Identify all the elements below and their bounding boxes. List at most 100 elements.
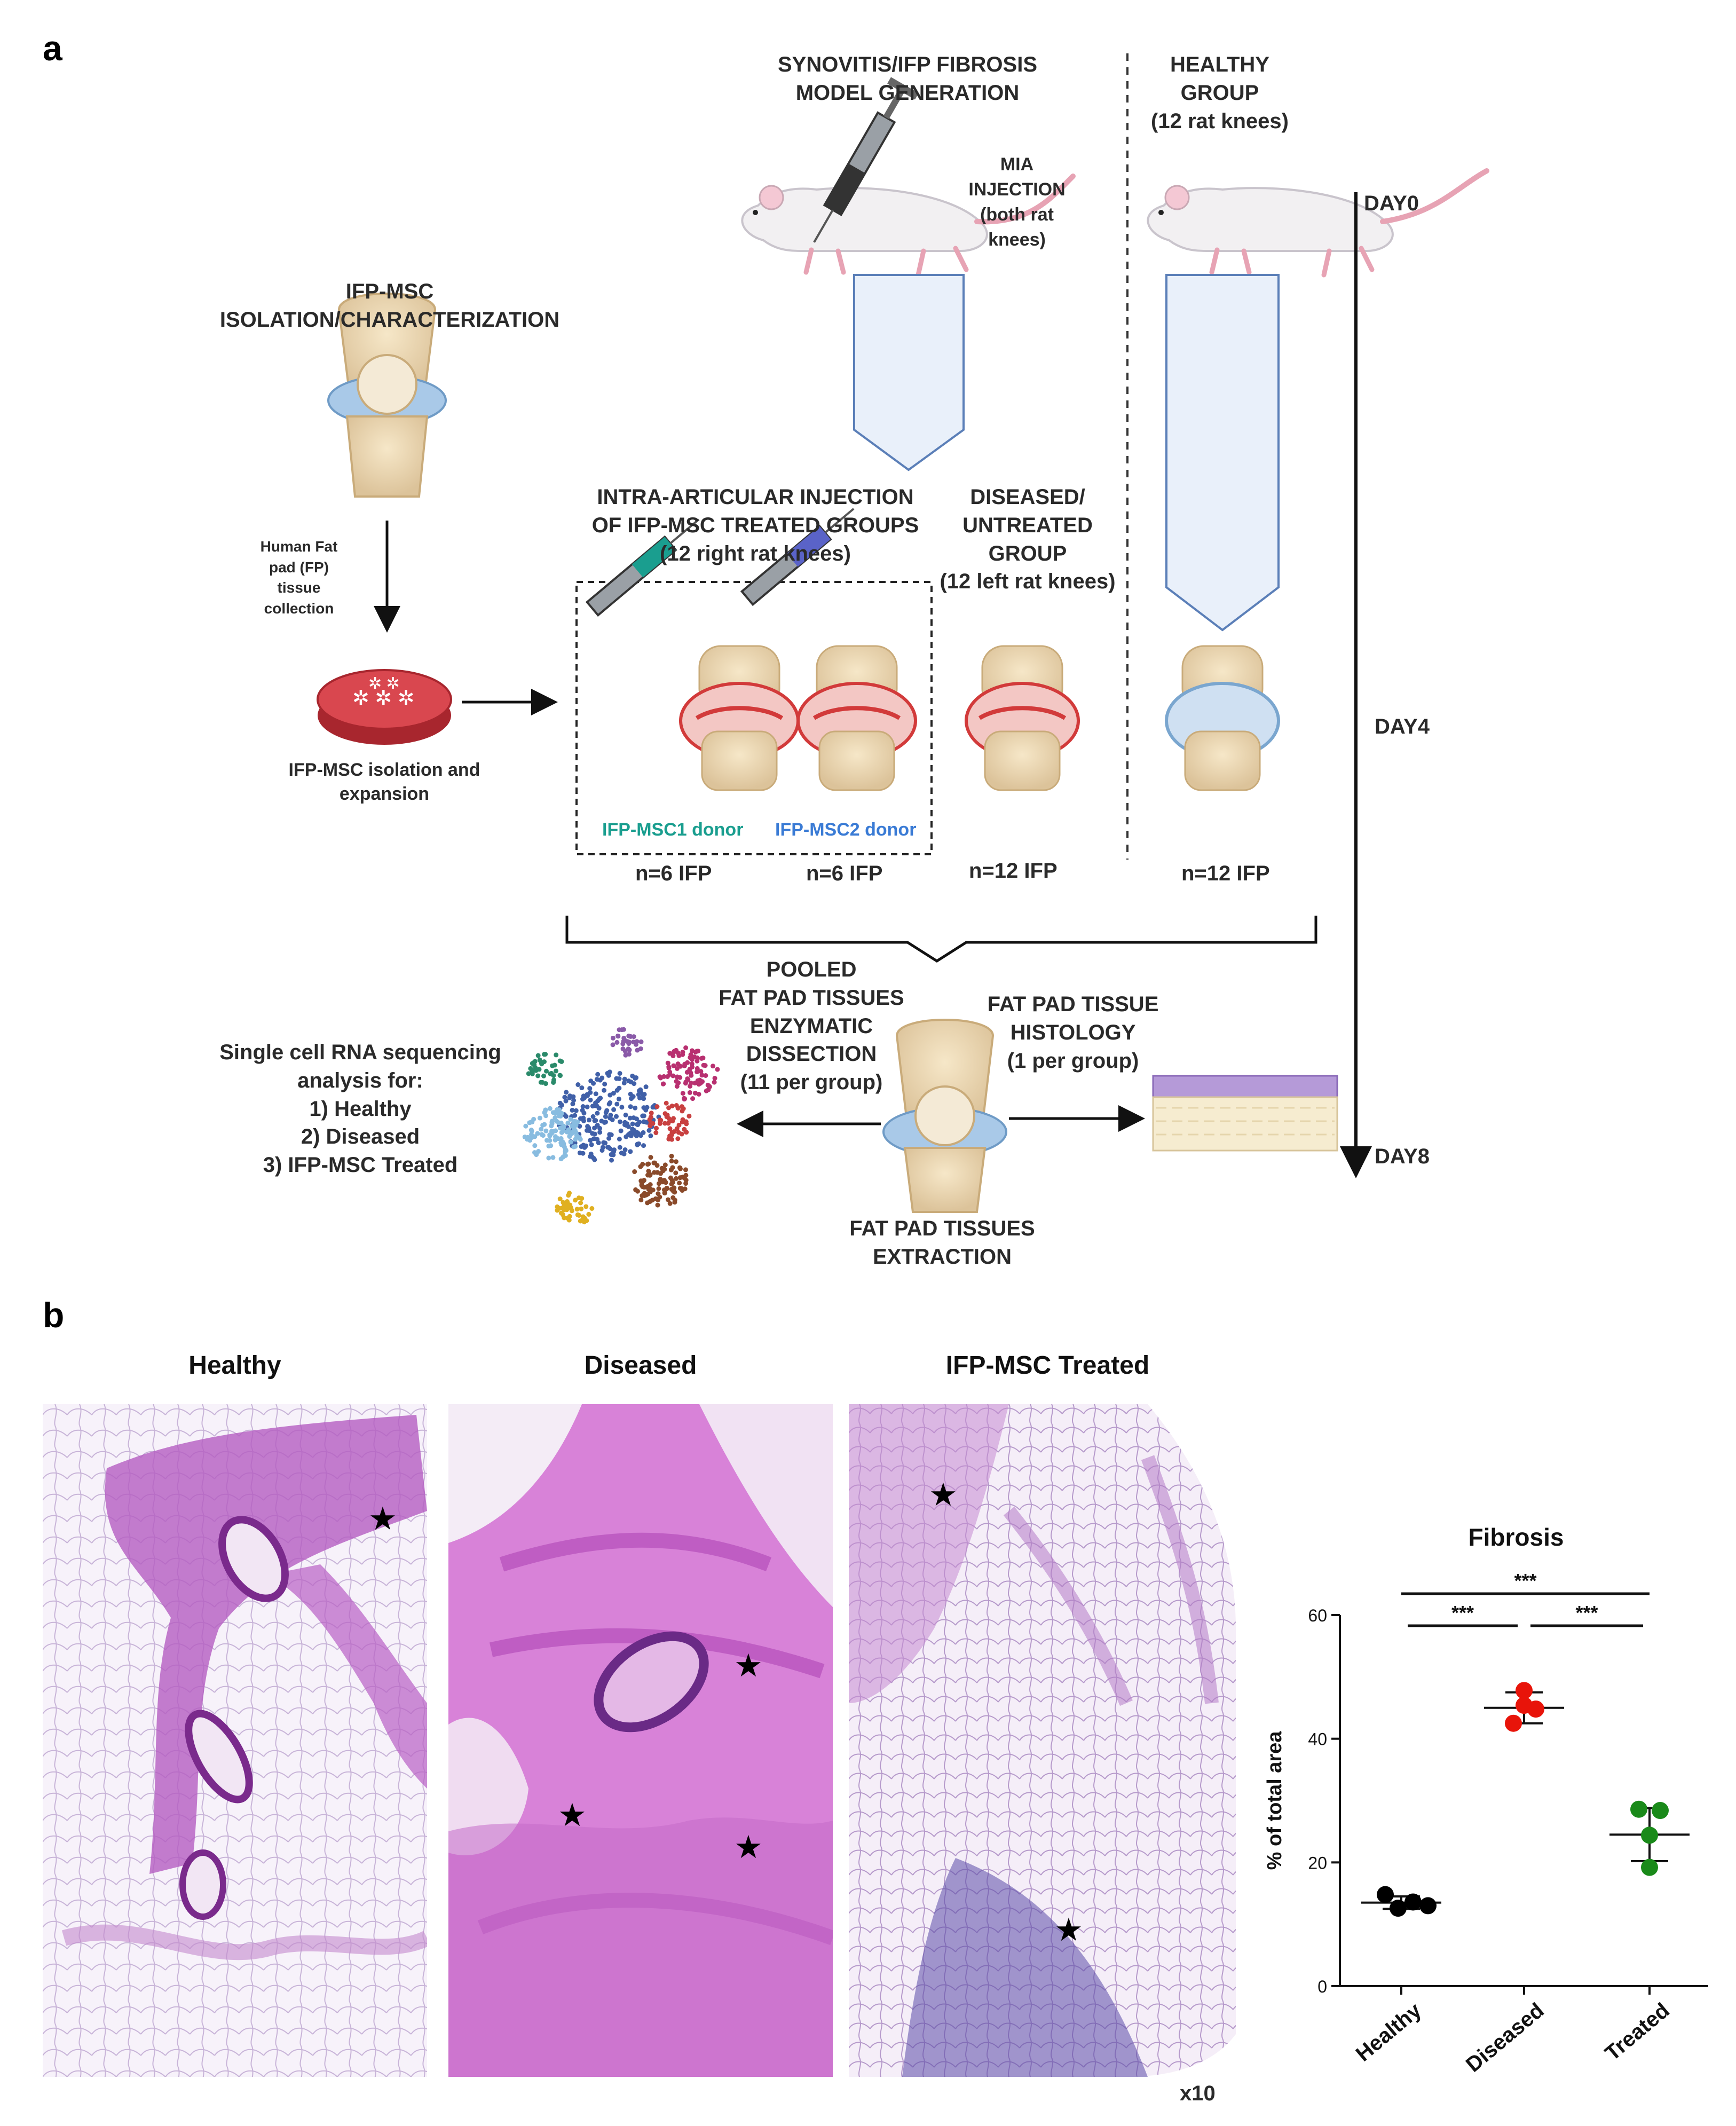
model-generation-title: SYNOVITIS/IFP FIBROSIS MODEL GENERATION [777,53,1037,105]
umap-cell-dot [563,1098,569,1104]
umap-cell-dot [638,1039,644,1044]
umap-cell-dot [595,1111,600,1116]
umap-cell-dot [677,1165,682,1170]
umap-cell-dot [653,1196,658,1201]
umap-cell-dot [564,1207,570,1212]
umap-cell-dot [667,1126,673,1131]
umap-cell-dot [593,1091,598,1097]
umap-cell-dot [600,1145,605,1150]
umap-cell-dot [675,1050,681,1056]
histology-label: FAT PAD TISSUE HISTOLOGY (1 per group) [987,993,1159,1073]
umap-cell-dot [604,1108,610,1113]
umap-cell-dot [662,1121,668,1126]
umap-cell-dot [558,1210,564,1216]
umap-cell-dot [687,1067,692,1072]
umap-cell-dot [712,1080,717,1085]
umap-cell-dot [599,1119,604,1124]
umap-cell-dot [622,1120,628,1125]
umap-cell-dot [712,1076,717,1081]
umap-cell-dot [643,1084,649,1090]
umap-cell-dot [557,1058,563,1064]
data-point [1641,1859,1658,1876]
chevron-arrow-healthy [1165,274,1280,632]
umap-cell-dot [532,1062,537,1068]
umap-cell-dot [666,1116,672,1121]
umap-cell-dot [676,1122,682,1128]
umap-cell-dot [680,1175,685,1180]
umap-cell-dot [621,1027,626,1032]
umap-cell-dot [593,1100,598,1106]
umap-cell-dot [614,1040,620,1045]
diseased-untreated-label: DISEASED/ UNTREATED GROUP (12 left rat k… [940,485,1116,594]
mia-syringe-icon [813,77,919,243]
umap-cell-dot [670,1180,675,1185]
scrna-label: Single cell RNA sequencing analysis for:… [219,1041,501,1177]
umap-cell-dot [532,1143,538,1148]
umap-cell-dot [605,1070,610,1076]
umap-cell-dot [635,1188,640,1194]
umap-cell-dot [633,1076,638,1081]
umap-cell-dot [641,1143,646,1148]
umap-cell-dot [671,1188,676,1194]
data-point [1652,1802,1669,1820]
umap-cell-dot [592,1118,597,1123]
treated-knee-1-icon [679,645,800,791]
umap-cell-dot [648,1123,653,1129]
umap-cell-dot [568,1116,573,1122]
umap-cell-dot [558,1073,563,1078]
umap-cell-dot [671,1063,676,1068]
umap-cell-dot [665,1197,670,1202]
umap-cell-dot [683,1081,688,1086]
umap-cell-dot [564,1090,569,1095]
umap-cell-dot [548,1143,554,1148]
umap-cell-dot [563,1147,568,1152]
umap-cell-dot [559,1130,564,1135]
umap-cell-dot [606,1145,612,1150]
umap-cell-dot [674,1103,679,1108]
umap-cell-dot [628,1091,633,1097]
human-knee-icon [327,293,447,498]
histology-image-treated: ★ ★ [849,1404,1236,2077]
umap-cell-dot [627,1115,633,1121]
umap-cell-dot [610,1117,615,1122]
umap-cell-dot [573,1137,578,1142]
data-point [1527,1700,1544,1718]
umap-cell-dot [695,1066,700,1071]
umap-cell-dot [707,1084,712,1089]
umap-cell-dot [704,1088,709,1093]
umap-cell-dot [579,1085,585,1091]
umap-cell-dot [685,1076,690,1081]
umap-cell-dot [653,1125,659,1131]
chart-title: Fibrosis [1469,1523,1564,1551]
pooling-bracket [565,916,1317,963]
isolation-title: IFP-MSC ISOLATION/CHARACTERIZATION [219,280,560,332]
umap-cell-dot [668,1167,674,1172]
umap-cell-dot [575,1082,581,1088]
umap-cell-dot [592,1157,597,1162]
umap-cell-dot [683,1178,689,1183]
umap-cell-dot [659,1166,665,1171]
significance-label: *** [1575,1602,1598,1624]
umap-cell-dot [577,1135,582,1140]
umap-cell-dot [669,1104,675,1109]
n-label-healthy: n=12 IFP [1181,862,1270,885]
umap-cell-dot [642,1092,647,1097]
umap-cell-dot [626,1051,632,1057]
data-point [1419,1897,1437,1915]
umap-cell-dot [637,1096,642,1101]
umap-cell-dot [607,1092,613,1098]
umap-cell-dot [643,1120,649,1125]
umap-cell-dot [543,1107,548,1113]
umap-cell-dot [553,1115,558,1121]
umap-cell-dot [548,1071,553,1076]
umap-cell-dot [669,1159,674,1164]
umap-cell-dot [617,1145,622,1150]
umap-cell-dot [644,1105,650,1110]
umap-cell-dot [553,1111,558,1116]
umap-cell-dot [696,1091,701,1097]
umap-cell-dot [602,1081,607,1086]
umap-cell-dot [646,1128,652,1133]
umap-cell-dot [634,1122,640,1127]
umap-cell-dot [696,1082,701,1087]
svg-text:★: ★ [734,1648,763,1683]
